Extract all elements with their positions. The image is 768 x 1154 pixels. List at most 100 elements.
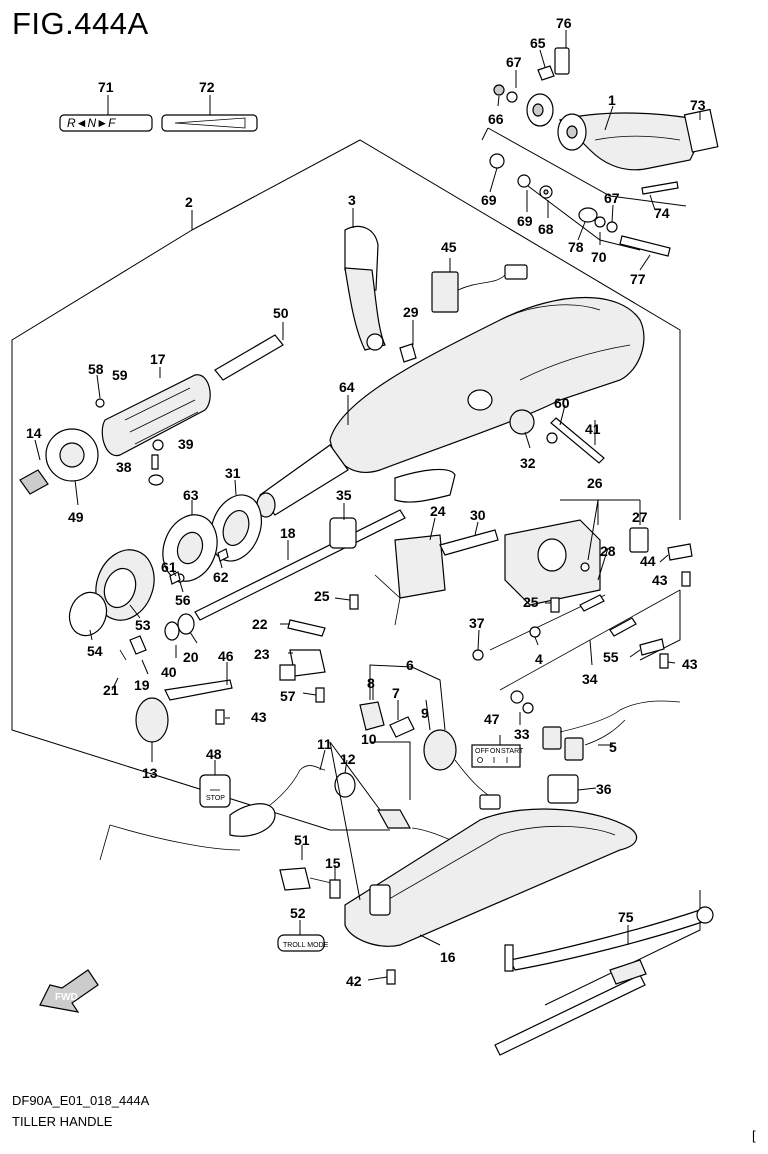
callout-36: 36 (596, 781, 612, 797)
corner-mark: [ (752, 1128, 756, 1143)
lower-case: TROLL MODE (277, 774, 638, 952)
callout-26: 26 (587, 475, 603, 491)
callout-60: 60 (554, 395, 570, 411)
callout-39: 39 (178, 436, 194, 452)
callout-29: 29 (403, 304, 419, 320)
callout-28: 28 (600, 543, 616, 559)
callout-24: 24 (430, 503, 446, 519)
lower-left-parts: STOP (119, 635, 233, 808)
callout-43: 43 (251, 709, 267, 725)
stop-lanyard (99, 765, 463, 861)
callout-8: 8 (367, 675, 375, 691)
callout-5: 5 (609, 739, 617, 755)
callout-23: 23 (254, 646, 270, 662)
callout-45: 45 (441, 239, 457, 255)
svg-text:FWD: FWD (55, 992, 78, 1003)
figure-code: DF90A_E01_018_444A (12, 1093, 150, 1108)
callout-12: 12 (340, 751, 356, 767)
tiller-extension (494, 906, 714, 1056)
callout-48: 48 (206, 746, 222, 762)
callout-19: 19 (134, 677, 150, 693)
callout-40: 40 (161, 664, 177, 680)
switch-assembly (504, 519, 693, 606)
callout-66: 66 (488, 111, 504, 127)
callout-57: 57 (280, 688, 296, 704)
figure-title: FIG.444A (12, 6, 149, 41)
callout-10: 10 (361, 731, 377, 747)
tiller-handle-body (329, 297, 645, 473)
callout-20: 20 (183, 649, 199, 665)
svg-text:ON: ON (490, 748, 501, 755)
callout-55: 55 (603, 649, 619, 665)
callout-25: 25 (314, 588, 330, 604)
key-switch (359, 701, 501, 810)
callout-68: 68 (538, 221, 554, 237)
callout-35: 35 (336, 487, 352, 503)
callout-78: 78 (568, 239, 584, 255)
callout-46: 46 (218, 648, 234, 664)
svg-text:START: START (501, 748, 524, 755)
wire-harness (542, 700, 681, 761)
figure-name: TILLER HANDLE (12, 1114, 113, 1129)
callout-75: 75 (618, 909, 634, 925)
callout-34: 34 (582, 671, 598, 687)
link-parts (279, 529, 499, 681)
callout-15: 15 (325, 855, 341, 871)
callout-44: 44 (640, 553, 656, 569)
callout-42: 42 (346, 973, 362, 989)
callout-72: 72 (199, 79, 215, 95)
bracket-assembly (481, 47, 719, 257)
callout-4: 4 (535, 651, 543, 667)
callout-18: 18 (280, 525, 296, 541)
callout-53: 53 (135, 617, 151, 633)
callout-43: 43 (682, 656, 698, 672)
callout-52: 52 (290, 905, 306, 921)
throttle-cables (472, 589, 681, 714)
arrow-decal (161, 114, 258, 132)
callout-58: 58 (88, 361, 104, 377)
throttle-grip (19, 334, 284, 495)
callout-16: 16 (440, 949, 456, 965)
callout-6: 6 (406, 657, 414, 673)
throttle-shaft (194, 444, 456, 621)
callout-11: 11 (317, 736, 332, 752)
callout-7: 7 (392, 685, 400, 701)
friction-plates (68, 494, 262, 641)
callout-61: 61 (161, 559, 177, 575)
callout-43: 43 (652, 572, 668, 588)
callout-21: 21 (103, 682, 119, 698)
callout-9: 9 (421, 705, 429, 721)
callout-17: 17 (150, 351, 166, 367)
shift-lever (344, 225, 417, 363)
callout-27: 27 (632, 509, 648, 525)
assembly-outline-left (11, 229, 390, 831)
callout-54: 54 (87, 643, 103, 659)
callout-33: 33 (514, 726, 530, 742)
callout-1: 1 (608, 92, 616, 108)
callout-25: 25 (523, 594, 539, 610)
svg-text:OFF: OFF (475, 748, 489, 755)
svg-text:R◄N►F: R◄N►F (67, 116, 116, 130)
shift-decal: R◄N►F (59, 114, 153, 132)
callout-64: 64 (339, 379, 355, 395)
callout-41: 41 (585, 421, 601, 437)
callout-62: 62 (213, 569, 229, 585)
svg-text:TROLL MODE: TROLL MODE (283, 942, 329, 949)
callout-numbers: 1 2 3 4 5 6 7 8 9 10 11 12 13 14 15 16 1… (26, 15, 706, 989)
callout-74: 74 (654, 205, 670, 221)
callout-65: 65 (530, 35, 546, 51)
callout-31: 31 (225, 465, 241, 481)
callout-63: 63 (183, 487, 199, 503)
callout-47: 47 (484, 711, 500, 727)
callout-50: 50 (273, 305, 289, 321)
leader-lines (34, 30, 701, 981)
callout-13: 13 (142, 765, 158, 781)
switch-decal: OFF ON START (471, 744, 524, 768)
callout-14: 14 (26, 425, 42, 441)
callout-69: 69 (517, 213, 533, 229)
callout-56: 56 (175, 592, 191, 608)
bolts (215, 409, 691, 985)
fwd-arrow-icon: FWD (39, 969, 99, 1013)
callout-38: 38 (116, 459, 132, 475)
